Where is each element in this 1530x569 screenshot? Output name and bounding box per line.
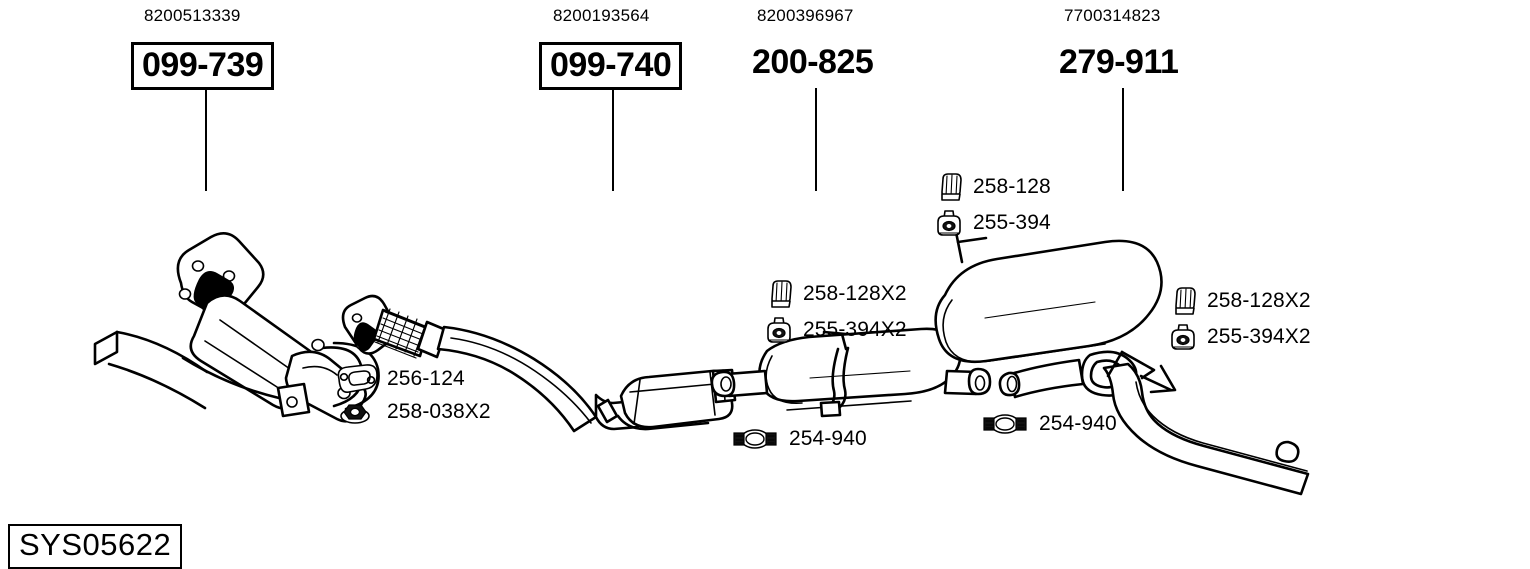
- rubber-mount-icon: [764, 315, 794, 345]
- part-drawing-rear-silencer: [934, 230, 1310, 496]
- oem-number-3: 8200396967: [757, 6, 854, 25]
- leader-line-2: [612, 88, 614, 191]
- callout-258-128X2-right[interactable]: 258-128X2: [1172, 286, 1311, 316]
- rubber-hanger-icon: [938, 172, 964, 202]
- part-ref-4[interactable]: 279-911: [1059, 43, 1179, 81]
- gasket-oval-icon: [334, 364, 378, 394]
- rubber-hanger-icon: [1172, 286, 1198, 316]
- callout-label: 258-128X2: [1207, 289, 1311, 312]
- exhaust-clamp-icon: [980, 410, 1030, 438]
- rubber-mount-icon: [1168, 322, 1198, 352]
- callout-256-124[interactable]: 256-124: [334, 364, 465, 394]
- leader-line-4: [1122, 88, 1124, 191]
- callout-258-128X2-centre[interactable]: 258-128X2: [768, 279, 907, 309]
- callout-label: 255-394X2: [1207, 325, 1311, 348]
- leader-line-3: [815, 88, 817, 191]
- exhaust-clamp-icon: [730, 425, 780, 453]
- callout-254-940-centre[interactable]: 254-940: [730, 425, 867, 453]
- callout-255-394-rear[interactable]: 255-394: [934, 208, 1051, 238]
- part-ref-1[interactable]: 099-739: [131, 42, 275, 90]
- flange-nut-icon: [334, 397, 378, 427]
- rubber-mount-icon: [934, 208, 964, 238]
- oem-number-4: 7700314823: [1064, 6, 1161, 25]
- part-ref-3[interactable]: 200-825: [752, 43, 874, 81]
- callout-label: 258-038X2: [387, 400, 491, 423]
- callout-255-394X2-centre[interactable]: 255-394X2: [764, 315, 907, 345]
- callout-258-038X2[interactable]: 258-038X2: [334, 397, 491, 427]
- oem-number-2: 8200193564: [553, 6, 650, 25]
- callout-255-394X2-right[interactable]: 255-394X2: [1168, 322, 1311, 352]
- part-drawing-catalytic-converter-front: [93, 232, 380, 423]
- callout-254-940-right[interactable]: 254-940: [980, 410, 1117, 438]
- callout-label: 254-940: [1039, 412, 1117, 435]
- callout-label: 258-128: [973, 175, 1051, 198]
- callout-258-128-rear[interactable]: 258-128: [938, 172, 1051, 202]
- callout-label: 255-394X2: [803, 318, 907, 341]
- system-code-badge[interactable]: SYS05622: [8, 524, 183, 569]
- callout-label: 256-124: [387, 367, 465, 390]
- oem-number-1: 8200513339: [144, 6, 241, 25]
- rubber-hanger-icon: [768, 279, 794, 309]
- callout-label: 254-940: [789, 427, 867, 450]
- leader-line-1: [205, 88, 207, 191]
- part-ref-2[interactable]: 099-740: [539, 42, 683, 90]
- callout-label: 255-394: [973, 211, 1051, 234]
- part-drawing-centre-silencer: [710, 327, 992, 418]
- callout-label: 258-128X2: [803, 282, 907, 305]
